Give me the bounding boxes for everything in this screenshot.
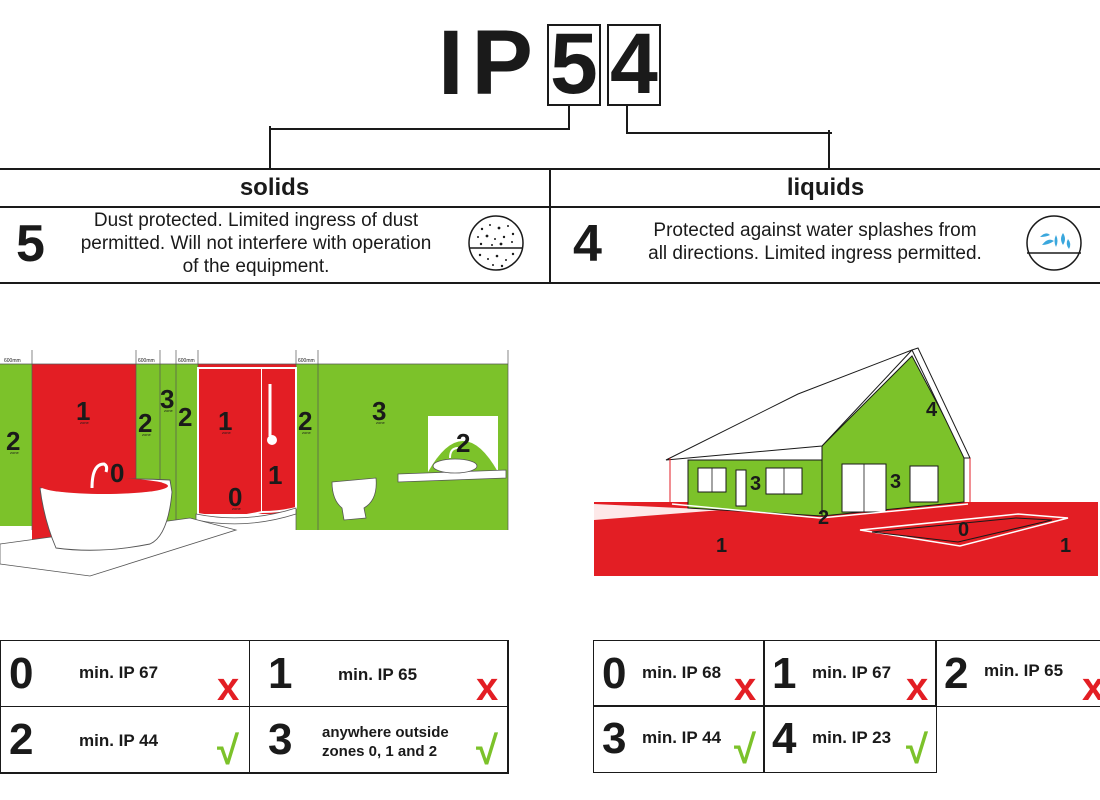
outdoor-zone-table: 0 min. IP 68 x 1 min. IP 67 x 2 min. IP … bbox=[593, 640, 1100, 773]
measure-label: 600mm bbox=[138, 358, 155, 364]
liquids-desc-line: Protected against water splashes from bbox=[653, 220, 977, 241]
fail-mark-icon: x bbox=[476, 665, 499, 709]
zone-requirement: min. IP 65 bbox=[338, 665, 418, 684]
bath-zone-number: 1 bbox=[268, 460, 282, 490]
outdoor-zone-number: 1 bbox=[716, 535, 727, 557]
outdoor-zone-number: 3 bbox=[750, 473, 761, 495]
pass-mark-icon: √ bbox=[217, 729, 239, 773]
zone-caption: zone bbox=[142, 432, 151, 437]
outdoor-zone-number: 0 bbox=[958, 519, 969, 541]
category-description-row: 5 Dust protected. Limited ingress of dus… bbox=[0, 206, 1100, 284]
liquids-bracket bbox=[626, 104, 832, 134]
liquids-digit: 4 bbox=[573, 215, 602, 273]
outdoor-zone-number: 2 bbox=[818, 507, 829, 529]
outdoor-zone-cell: 0 min. IP 68 x bbox=[593, 640, 765, 707]
outdoor-zone-0-pit bbox=[859, 513, 1069, 547]
fail-mark-icon: x bbox=[906, 665, 929, 709]
pass-mark-icon: √ bbox=[734, 728, 756, 772]
zone-caption: zone bbox=[164, 408, 173, 413]
solids-desc-line: Dust protected. Limited ingress of dust bbox=[93, 210, 419, 231]
zone-requirement-line: zones 0, 1 and 2 bbox=[322, 743, 438, 760]
zone-requirement: min. IP 67 bbox=[79, 663, 159, 682]
zone-requirement: anywhere outside zones 0, 1 and 2 bbox=[322, 723, 449, 761]
bath-zone-cell: 0 min. IP 67 x bbox=[0, 640, 250, 707]
bath-zone-number: 3 bbox=[160, 384, 174, 414]
zone-number: 4 bbox=[772, 714, 797, 763]
fail-mark-icon: x bbox=[217, 665, 240, 709]
water-splash-icon bbox=[1026, 215, 1082, 271]
zone-number: 1 bbox=[268, 649, 293, 698]
liquids-heading: liquids bbox=[786, 174, 865, 201]
measure-label: 600mm bbox=[298, 358, 315, 364]
zone-number: 3 bbox=[268, 715, 293, 764]
measure-label: 600mm bbox=[178, 358, 195, 364]
zone-caption: zone bbox=[10, 450, 19, 455]
solids-desc-line: permitted. Will not interfere with opera… bbox=[80, 233, 432, 254]
zone-number: 0 bbox=[602, 649, 627, 698]
pass-mark-icon: √ bbox=[476, 729, 498, 773]
first-digit-box: 5 bbox=[546, 21, 601, 107]
zone-requirement-line: anywhere outside bbox=[322, 724, 449, 741]
solids-heading: solids bbox=[239, 174, 310, 201]
second-digit-box: 4 bbox=[606, 21, 661, 107]
solids-bracket-drop bbox=[269, 126, 271, 168]
bath-zone-number: 0 bbox=[228, 482, 242, 512]
zone-caption: zone bbox=[232, 506, 241, 511]
bath-zone-cell: 2 min. IP 44 √ bbox=[0, 706, 250, 774]
zone-caption: zone bbox=[302, 430, 311, 435]
outdoor-zone-number: 1 bbox=[1060, 535, 1071, 557]
liquids-description: Protected against water splashes from al… bbox=[626, 219, 1004, 265]
outdoor-zone-cell: 4 min. IP 23 √ bbox=[763, 705, 937, 773]
zone-caption: zone bbox=[376, 420, 385, 425]
outdoor-zone-number: 3 bbox=[890, 471, 901, 493]
bath-zone-cell: 3 anywhere outside zones 0, 1 and 2 √ bbox=[249, 706, 509, 774]
zone-requirement: min. IP 23 bbox=[812, 728, 892, 747]
dust-icon bbox=[468, 215, 524, 271]
outdoor-zone-cell: 1 min. IP 67 x bbox=[763, 640, 937, 707]
solids-bracket bbox=[270, 104, 570, 130]
measure-label: 600mm bbox=[4, 358, 21, 364]
bathroom-zones-illustration: 600mm 600mm 600mm 600mm 600mm 600mm 1 2 … bbox=[0, 350, 509, 577]
fail-mark-icon: x bbox=[734, 665, 757, 709]
zone-number: 2 bbox=[944, 649, 969, 698]
solids-desc-line: of the equipment. bbox=[182, 256, 330, 277]
liquids-bracket-drop bbox=[828, 130, 830, 168]
zone-requirement: min. IP 67 bbox=[812, 663, 892, 682]
bath-zone-number: 2 bbox=[6, 426, 20, 456]
zone-caption: zone bbox=[80, 420, 89, 425]
solids-description: Dust protected. Limited ingress of dust … bbox=[60, 209, 452, 278]
bath-zone-number: 3 bbox=[372, 396, 386, 426]
bath-zone-2-left bbox=[0, 364, 32, 526]
outdoor-zone-number: 4 bbox=[926, 399, 938, 421]
zone-number: 0 bbox=[9, 649, 34, 698]
zone-number: 2 bbox=[9, 715, 34, 764]
zone-caption: zone bbox=[222, 430, 231, 435]
zone-number: 3 bbox=[602, 714, 627, 763]
solids-digit: 5 bbox=[16, 215, 45, 273]
zone-requirement: min. IP 44 bbox=[642, 728, 722, 747]
bath-zone-number: 2 bbox=[178, 402, 192, 432]
bathroom-zone-table: 0 min. IP 67 x 1 min. IP 65 x 2 min. IP … bbox=[0, 640, 509, 774]
zone-requirement: min. IP 44 bbox=[79, 731, 159, 750]
bath-zone-number: 2 bbox=[456, 428, 470, 458]
bath-zone-cell: 1 min. IP 65 x bbox=[249, 640, 509, 707]
zone-number: 1 bbox=[772, 649, 797, 698]
outdoor-zone-cell: 3 min. IP 44 √ bbox=[593, 705, 765, 773]
fail-mark-icon: x bbox=[1082, 665, 1100, 709]
category-divider bbox=[549, 168, 551, 284]
bath-zone-number: 1 bbox=[76, 396, 90, 426]
ip-rating-title: IP 5 4 bbox=[438, 12, 661, 114]
bath-zone-number: 1 bbox=[218, 406, 232, 436]
zone-requirement: min. IP 65 bbox=[984, 661, 1064, 680]
outdoor-zones-illustration: 4 3 3 2 0 1 1 bbox=[594, 347, 1098, 576]
bath-zone-number: 2 bbox=[298, 406, 312, 436]
outdoor-zone-cell: 2 min. IP 65 x bbox=[935, 640, 1100, 707]
zone-requirement: min. IP 68 bbox=[642, 663, 722, 682]
ip-letters: IP bbox=[438, 12, 541, 114]
bath-zone-number: 0 bbox=[110, 458, 124, 488]
liquids-desc-line: all directions. Limited ingress permitte… bbox=[648, 243, 982, 264]
pass-mark-icon: √ bbox=[906, 728, 928, 772]
bath-zone-number: 2 bbox=[138, 408, 152, 438]
